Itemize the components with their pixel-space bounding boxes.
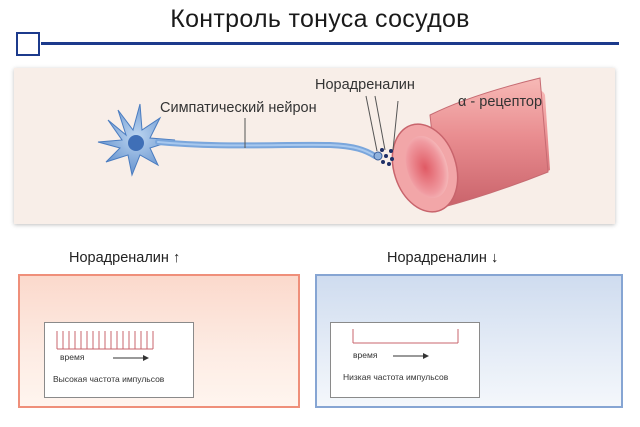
right-heading: Норадреналин ↓ [387,250,498,266]
low-frequency-caption: Низкая частота импульсов [343,372,448,382]
noradrenaline-label: Норадреналин [315,77,415,93]
low-frequency-box: время Низкая частота импульсов [330,322,480,398]
left-heading-text: Норадреналин [69,250,169,266]
receptor-label: α - рецептор [458,94,542,110]
low-frequency-impulses [331,323,481,399]
time-label-left: время [60,352,84,362]
high-frequency-caption: Высокая частота импульсов [53,374,164,384]
left-heading: Норадреналин ↑ [69,250,180,266]
high-frequency-box: время Высокая частота импульсов [44,322,194,398]
neuron-label: Симпатический нейрон [160,100,317,116]
right-heading-text: Норадреналин [387,250,487,266]
up-arrow-icon: ↑ [173,250,180,266]
down-arrow-icon: ↓ [491,250,498,266]
time-label-right: время [353,350,377,360]
